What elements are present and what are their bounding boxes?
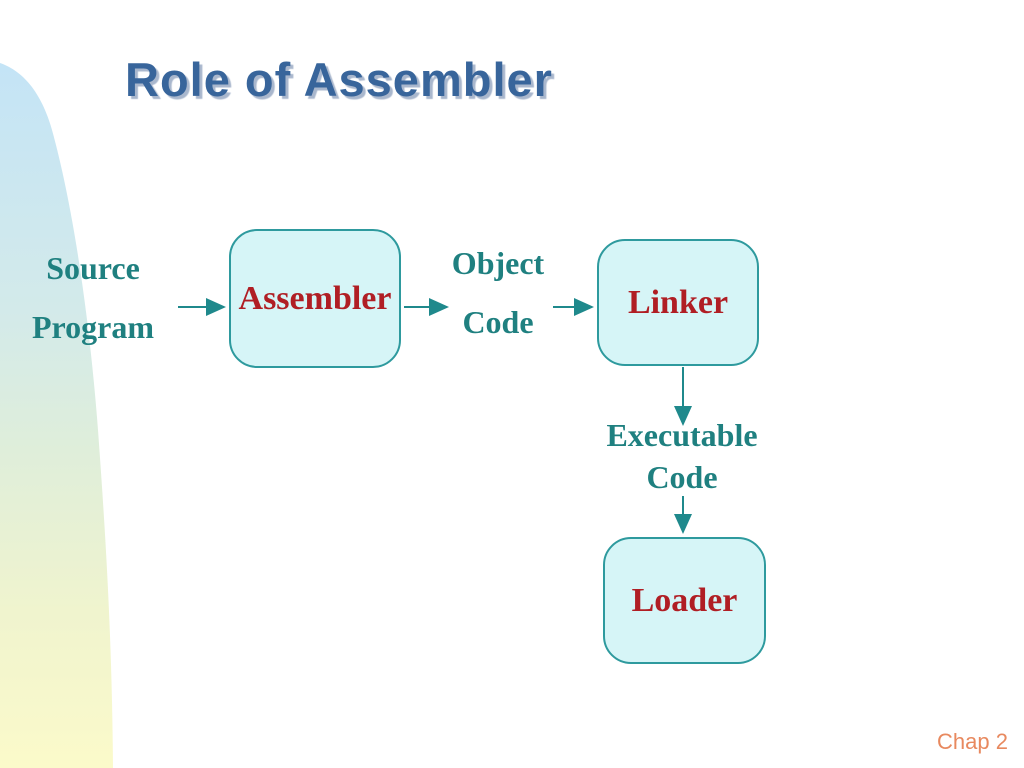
left-gradient-decoration [0,63,113,768]
label-object-code-line1: Object [451,245,545,281]
label-object-code: Object Code [418,245,578,341]
label-object-code-line2: Code [462,304,534,340]
chapter-page-label: Chap 2 [937,729,1008,754]
node-loader: Loader [603,537,766,664]
node-assembler: Assembler [229,229,401,368]
label-source-program-line2: Program [31,309,155,345]
node-loader-label: Loader [631,581,738,619]
label-executable-code-line2: Code [646,459,718,495]
label-source-program: Source Program [8,250,178,346]
node-linker: Linker [597,239,759,366]
page-title: Role of Assembler [125,53,553,106]
node-linker-label: Linker [627,283,729,321]
label-executable-code-line1: Executable [606,417,758,453]
node-assembler-label: Assembler [238,279,392,317]
label-source-program-line1: Source [46,250,140,286]
label-executable-code: Executable Code [592,414,772,498]
